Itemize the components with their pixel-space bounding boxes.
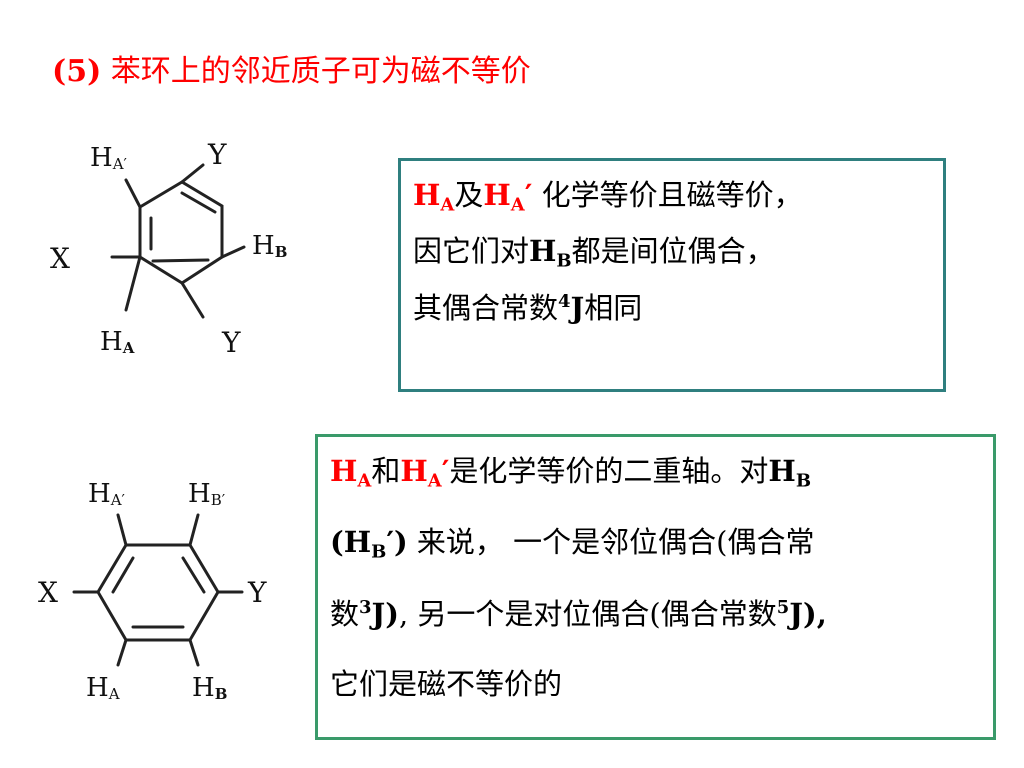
label-hb: HB	[252, 231, 287, 261]
coupling-constant-5j: 5J),	[776, 596, 827, 631]
label-y-bottom: Y	[221, 326, 241, 359]
coupling-constant-3j: 3J)	[359, 596, 399, 631]
box2-line-4-text: 它们是磁不等价的	[330, 667, 563, 701]
label-ha: HA	[100, 327, 135, 357]
hb-symbol: HB	[768, 454, 811, 492]
label-x: X	[50, 242, 70, 275]
box2-line-2-text: 来说， 一个是邻位偶合(偶合常	[407, 525, 815, 559]
box1-line-3-text: 相同	[584, 290, 643, 325]
box1-line-2-pre: 因它们对	[413, 234, 530, 268]
hb-symbol: HB	[529, 234, 572, 272]
coupling-constant-4j: 4J	[558, 290, 585, 325]
box1-line-3: 其偶合常数4J相同	[413, 293, 933, 349]
bond-ha	[124, 255, 142, 312]
label-hb: HB	[192, 673, 227, 703]
box2-line-3-text: , 另一个是对位偶合(偶合常数	[398, 596, 777, 631]
ring-1-double-bond	[151, 258, 210, 263]
ha-prime-symbol: HA′	[400, 454, 450, 492]
conjunction: 和	[371, 454, 401, 488]
label-ha: HA	[86, 673, 120, 703]
label-x: X	[38, 576, 58, 609]
bond-ha-prime	[124, 178, 142, 209]
label-y-top: Y	[207, 138, 227, 171]
benzene-ring-1-diagram: HA′ Y HB X HA Y	[50, 138, 287, 359]
page-title: (5) 苯环上的邻近质子可为磁不等价	[52, 46, 531, 90]
label-y: Y	[247, 576, 267, 609]
explanation-box-2: HA和HA′是化学等价的二重轴。对HB (HB′) 来说， 一个是邻位偶合(偶合…	[315, 434, 996, 740]
box1-line-2-text: 都是间位偶合，	[571, 234, 775, 268]
bond-hb-prime	[188, 513, 200, 547]
ha-symbol: HA	[330, 454, 372, 492]
bond-ha-prime	[116, 513, 128, 547]
box2-line-1: HA和HA′是化学等价的二重轴。对HB	[330, 457, 985, 528]
ring-1-double-bond	[180, 191, 217, 214]
ring-2-double-bond	[181, 556, 206, 594]
bond-ha	[116, 638, 128, 667]
bond-y-bottom	[180, 281, 205, 319]
label-ha-prime: HA′	[88, 479, 126, 509]
benzene-structure-1: HA′ Y HB X HA Y	[40, 130, 330, 370]
box2-line-3-pre: 数	[330, 596, 360, 631]
hb-prime-symbol: (HB′)	[330, 525, 408, 563]
bond-y-top	[180, 163, 205, 184]
box2-line-3: 数3J), 另一个是对位偶合(偶合常数5J),	[330, 599, 985, 670]
box1-line-3-pre: 其偶合常数	[413, 290, 559, 325]
box1-line-1-text: 化学等价且磁等价，	[532, 178, 803, 212]
bond-hb	[220, 245, 246, 259]
ring-2-double-bond	[111, 556, 135, 594]
benzene-ring-2-diagram: HA′ HB′ X Y HA HB	[38, 479, 267, 703]
bond-hb	[188, 638, 200, 667]
box2-line-1-text: 是化学等价的二重轴。对	[449, 454, 769, 488]
label-ha-prime: HA′	[90, 143, 128, 173]
conjunction: 及	[454, 178, 484, 212]
box1-line-2: 因它们对HB都是间位偶合，	[413, 237, 933, 293]
ha-prime-symbol: HA′	[483, 178, 533, 216]
benzene-structure-2: HA′ HB′ X Y HA HB	[30, 470, 320, 710]
box2-line-2: (HB′) 来说， 一个是邻位偶合(偶合常	[330, 528, 985, 599]
box2-line-4: 它们是磁不等价的	[330, 670, 985, 741]
title-text: 苯环上的邻近质子可为磁不等价	[110, 54, 531, 89]
box1-line-1: HA及HA′ 化学等价且磁等价，	[413, 181, 933, 237]
title-number: (5)	[52, 54, 102, 89]
explanation-box-1: HA及HA′ 化学等价且磁等价， 因它们对HB都是间位偶合， 其偶合常数4J相同	[398, 158, 946, 392]
label-hb-prime: HB′	[188, 479, 226, 509]
ha-symbol: HA	[413, 178, 455, 216]
